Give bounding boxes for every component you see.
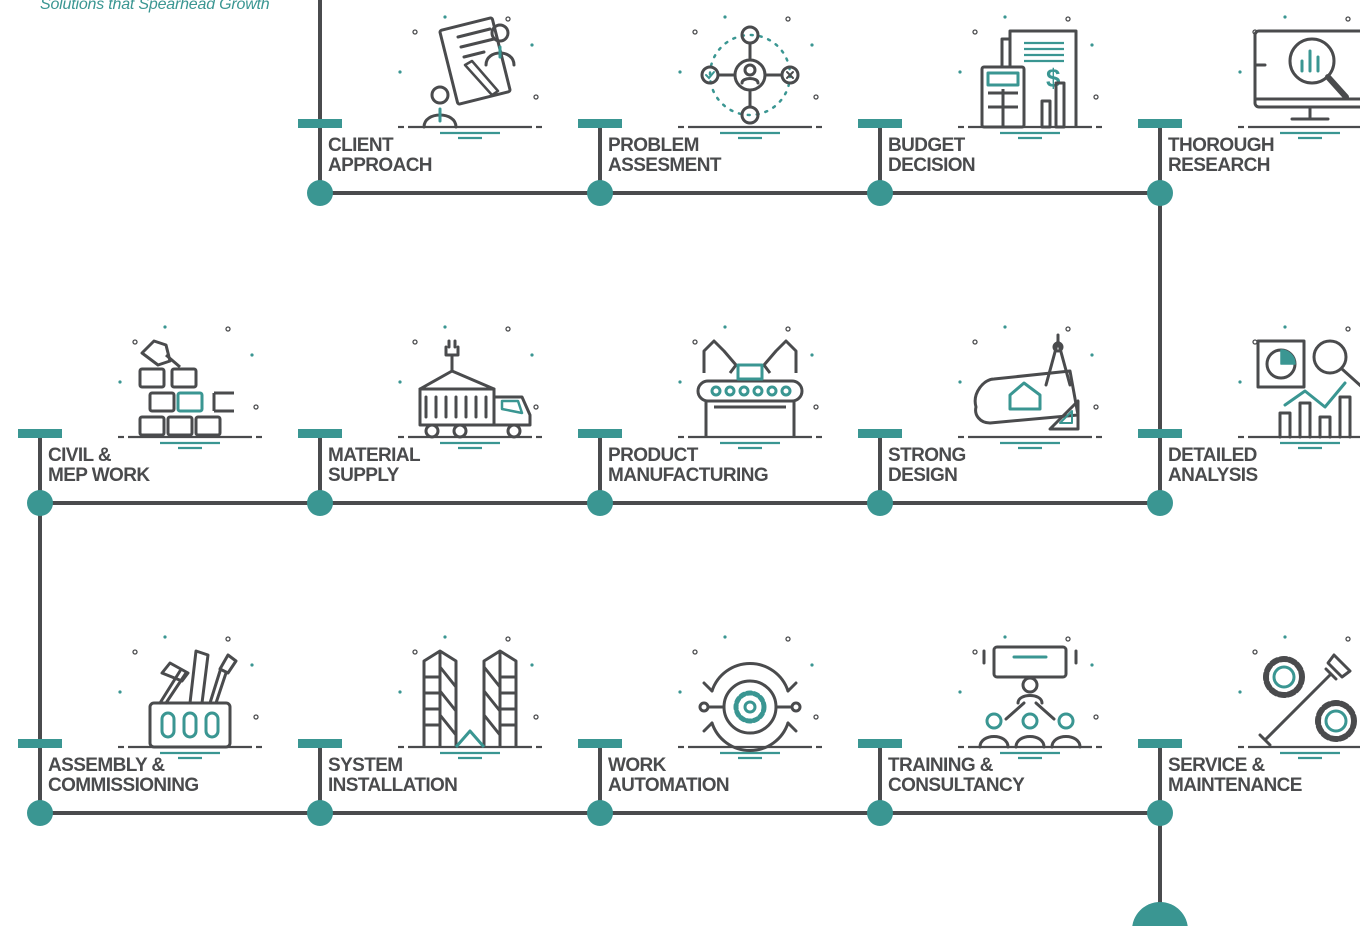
assembly-icon bbox=[116, 634, 264, 760]
step-node bbox=[867, 180, 893, 206]
step-label-line1: SYSTEM bbox=[328, 755, 403, 776]
service-maintenance-icon bbox=[1236, 634, 1360, 760]
step-label-line2: DESIGN bbox=[888, 465, 958, 486]
step-node bbox=[587, 180, 613, 206]
step-label-line1: MATERIAL bbox=[328, 445, 421, 466]
step-label-line1: SERVICE & bbox=[1168, 755, 1265, 776]
budget-decision-icon bbox=[956, 14, 1104, 140]
step-marker bbox=[1138, 429, 1182, 438]
step-marker bbox=[858, 739, 902, 748]
step-label-line1: THOROUGH bbox=[1168, 135, 1275, 156]
step-label-line2: APPROACH bbox=[328, 155, 433, 176]
step-label-line1: TRAINING & bbox=[888, 755, 993, 776]
step-label-line1: STRONG bbox=[888, 445, 966, 466]
step-label-line1: WORK bbox=[608, 755, 666, 776]
step-label-line1: BUDGET bbox=[888, 135, 965, 156]
step-label: ASSEMBLY &COMMISSIONING bbox=[48, 756, 199, 796]
work-automation-icon bbox=[676, 634, 824, 760]
step-marker bbox=[578, 119, 622, 128]
step-label-line2: ASSESMENT bbox=[608, 155, 721, 176]
step-label-line2: SUPPLY bbox=[328, 465, 399, 486]
step-node bbox=[27, 490, 53, 516]
step-label-line2: MANUFACTURING bbox=[608, 465, 769, 486]
step-label-line1: CLIENT bbox=[328, 135, 394, 156]
step-node bbox=[587, 490, 613, 516]
step-marker bbox=[578, 739, 622, 748]
detailed-analysis-icon bbox=[1236, 324, 1360, 450]
product-manufacturing-icon bbox=[676, 324, 824, 450]
strong-design-icon bbox=[956, 324, 1104, 450]
step-marker bbox=[858, 429, 902, 438]
step-label-line2: MAINTENANCE bbox=[1168, 775, 1302, 796]
step-marker bbox=[18, 429, 62, 438]
step-label-line2: RESEARCH bbox=[1168, 155, 1270, 176]
step-node bbox=[867, 800, 893, 826]
flow-nodes bbox=[18, 14, 1360, 926]
client-approach-icon bbox=[396, 14, 544, 140]
step-node bbox=[307, 800, 333, 826]
step-label-line2: MEP WORK bbox=[48, 465, 150, 486]
step-marker bbox=[858, 119, 902, 128]
step-label-line1: ASSEMBLY & bbox=[48, 755, 165, 776]
step-label-line1: PRODUCT bbox=[608, 445, 698, 466]
step-label-line1: PROBLEM bbox=[608, 135, 699, 156]
system-installation-icon bbox=[396, 634, 544, 760]
step-label: TRAINING &CONSULTANCY bbox=[888, 755, 1025, 796]
step-marker bbox=[298, 429, 342, 438]
step-node bbox=[867, 490, 893, 516]
step-label: SERVICE &MAINTENANCE bbox=[1168, 756, 1302, 796]
material-supply-icon bbox=[396, 324, 544, 450]
step-node bbox=[307, 490, 333, 516]
step-node bbox=[27, 800, 53, 826]
thorough-research-icon bbox=[1236, 14, 1360, 140]
step-marker bbox=[1138, 739, 1182, 748]
step-node bbox=[587, 800, 613, 826]
step-node bbox=[1147, 180, 1173, 206]
step-marker bbox=[1138, 119, 1182, 128]
step-label-line2: CONSULTANCY bbox=[888, 775, 1025, 796]
step-label-line2: INSTALLATION bbox=[328, 775, 458, 796]
civil-mep-icon bbox=[116, 324, 264, 450]
problem-assessment-icon bbox=[676, 14, 824, 140]
step-label-line1: CIVIL & bbox=[48, 445, 112, 466]
tagline: Solutions that Spearhead Growth bbox=[40, 0, 270, 13]
step-label-line2: DECISION bbox=[888, 155, 976, 176]
step-node bbox=[1147, 800, 1173, 826]
step-label-line2: COMMISSIONING bbox=[48, 775, 199, 796]
step-label: CIVIL &MEP WORK bbox=[48, 445, 150, 486]
step-marker bbox=[298, 119, 342, 128]
step-label-line2: ANALYSIS bbox=[1168, 465, 1258, 486]
step-marker bbox=[298, 739, 342, 748]
training-consultancy-icon bbox=[956, 634, 1104, 760]
step-node bbox=[1147, 490, 1173, 516]
step-marker bbox=[18, 739, 62, 748]
end-node bbox=[1132, 902, 1188, 926]
step-label-line2: AUTOMATION bbox=[608, 775, 730, 796]
step-marker bbox=[578, 429, 622, 438]
step-label-line1: DETAILED bbox=[1168, 445, 1257, 466]
step-node bbox=[307, 180, 333, 206]
